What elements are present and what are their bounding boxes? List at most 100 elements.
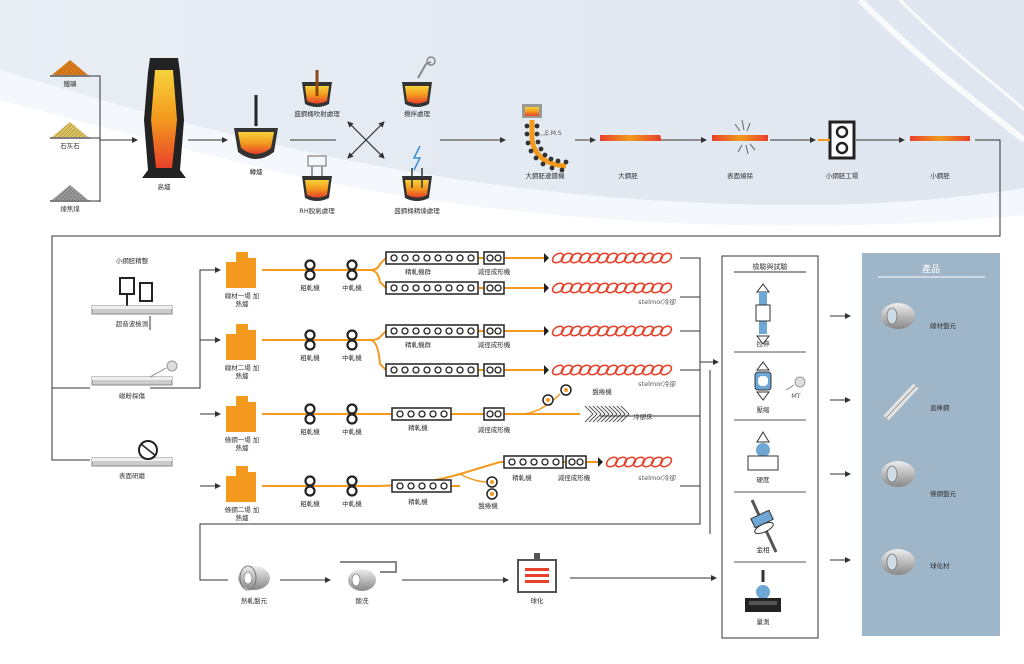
label-roughing-mill: 粗軋機 — [300, 284, 320, 292]
stelmor-loops-icon — [560, 252, 574, 264]
label-billet-mill: 小鋼胚工場 — [825, 172, 859, 180]
reducing-sizing-icon-roll — [486, 284, 494, 292]
inspection-title: 檢驗與試驗 — [752, 263, 788, 271]
tensile-test-icon — [755, 283, 771, 345]
label-reducing-sizing: 減徑成形機 — [477, 268, 511, 276]
bloom-icon — [600, 135, 662, 141]
coiler-icon-core — [564, 388, 568, 392]
spheroidized-product-icon — [881, 549, 915, 575]
reducing-sizing-icon-roll — [494, 254, 502, 262]
intermediate-stand-icon — [346, 403, 358, 415]
intermediate-stand-icon-lower — [346, 485, 358, 497]
finishing-block-icon-roll — [467, 284, 475, 292]
cooling-bed-icon — [616, 405, 626, 423]
label-billet-finishing: 小鋼胚精整 — [115, 257, 149, 265]
stelmor-loops-icon-laying-head — [544, 365, 549, 375]
label-product-bar-coil: 條鋼盤元 — [930, 490, 956, 498]
label-roughing-mill: 粗軋機 — [300, 428, 320, 436]
finishing-block-icon-roll — [418, 482, 426, 490]
cooling-bed-icon — [604, 405, 614, 423]
finishing-block-icon-roll — [412, 284, 420, 292]
stelmor-loops-icon — [551, 252, 565, 264]
stelmor-loops-icon — [632, 456, 646, 468]
stelmor-loops-icon — [551, 325, 565, 337]
metallography-icon — [750, 499, 778, 553]
label-tensile: 拉伸 — [756, 340, 770, 348]
compression-test-icon — [754, 361, 806, 401]
stelmor-loops-icon — [578, 282, 592, 294]
stelmor-loops-icon — [605, 456, 619, 468]
label-magnetic-particle: 磁粉探傷 — [119, 392, 145, 400]
pickling-icon — [340, 561, 397, 591]
stelmor-loops-icon — [641, 282, 655, 294]
surface-grinding-icon — [91, 440, 173, 467]
coiler-icon-core — [490, 492, 494, 496]
finishing-block-icon-roll — [396, 482, 404, 490]
label-stelmor: stelmor冷卻 — [638, 298, 676, 306]
finishing-block-icon — [385, 363, 479, 377]
stelmor-loops-icon-laying-head — [598, 457, 603, 467]
label-caster: 大鋼胚連鑄機 — [525, 172, 565, 180]
stelmor-loops-icon — [650, 456, 664, 468]
stelmor-loops-icon — [632, 252, 646, 264]
label-billet: 小鋼胚 — [930, 172, 950, 180]
measurement-icon — [745, 570, 781, 612]
branch-line — [369, 330, 387, 341]
label-roughing-mill: 粗軋機 — [300, 354, 320, 362]
label-reducing-sizing: 減徑成形機 — [477, 341, 511, 349]
label-furnace: 線材二場 加熱爐 — [224, 364, 260, 380]
label-furnace: 條鋼二場 加熱爐 — [224, 506, 260, 522]
stelmor-loops-icon — [587, 282, 601, 294]
reheating-furnace-icon — [226, 466, 256, 502]
label-rh-degassing: RH脫氣處理 — [299, 207, 335, 215]
cooling-bed-icon — [608, 405, 618, 423]
stelmor-loops-icon — [623, 364, 637, 376]
finishing-block-icon-roll — [390, 327, 398, 335]
branch-line — [369, 257, 387, 271]
finishing-block-icon-roll — [407, 410, 415, 418]
stelmor-loops-icon — [623, 456, 637, 468]
stelmor-loops-icon — [659, 252, 673, 264]
stelmor-loops-icon — [659, 364, 673, 376]
label-spheroidizing: 球化 — [530, 597, 544, 605]
label-finishing-mills: 精軋機群 — [405, 341, 431, 349]
label-hot-rolled-coil: 熱軋盤元 — [241, 597, 267, 605]
stelmor-loops-icon — [614, 282, 628, 294]
cooling-bed-icon — [592, 405, 602, 423]
stelmor-loops-icon — [614, 252, 628, 264]
stelmor-loops-icon — [569, 364, 583, 376]
stelmor-loops-icon — [632, 364, 646, 376]
bar-in-coil-product-icon — [881, 461, 915, 487]
reducing-sizing-icon-roll — [576, 458, 584, 466]
finishing-block-icon-roll — [401, 327, 409, 335]
finishing-block-icon-roll — [412, 327, 420, 335]
finishing-block-icon-roll — [445, 254, 453, 262]
stelmor-loops-icon — [596, 364, 610, 376]
products-title: 產品 — [921, 265, 941, 275]
finishing-block-icon-roll — [429, 482, 437, 490]
straight-bar-product-icon — [883, 383, 919, 421]
stelmor-loops-icon — [632, 325, 646, 337]
reducing-sizing-icon-roll — [494, 410, 502, 418]
label-ladle-refining: 盛鋼桶精煉處理 — [394, 207, 440, 215]
finishing-block-icon-roll — [434, 366, 442, 374]
billet-mill-icon — [818, 120, 856, 160]
stelmor-loops-icon — [623, 325, 637, 337]
stelmor-loops-icon — [659, 282, 673, 294]
cooling-bed-icon — [596, 405, 606, 423]
stirring-icon — [402, 56, 436, 107]
label-cooling-bed: 冷卻床 — [633, 413, 653, 421]
stelmor-loops-icon — [596, 252, 610, 264]
finishing-block-icon-roll — [445, 284, 453, 292]
finishing-block-icon-roll — [456, 254, 464, 262]
limestone-icon — [50, 122, 90, 139]
stelmor-loops-icon — [659, 325, 673, 337]
roughing-stand-icon — [304, 329, 316, 341]
stelmor-loops-icon — [560, 325, 574, 337]
spheroidizing-furnace-icon — [517, 553, 557, 593]
coiler-line — [459, 473, 489, 483]
converter-icon — [234, 95, 278, 159]
finishing-block-icon-roll — [423, 254, 431, 262]
intermediate-stand-icon — [346, 329, 358, 341]
